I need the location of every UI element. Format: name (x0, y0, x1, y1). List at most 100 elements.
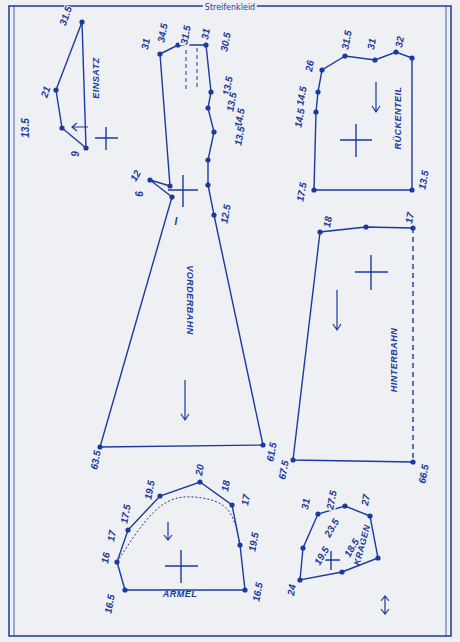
piece-outline (96, 41, 267, 451)
insert-piece: EINSATZ (52, 18, 90, 152)
measurement: 23.5 (322, 516, 341, 540)
measurement: 19.5 (143, 479, 157, 502)
measurement: 17 (404, 211, 416, 226)
point-dot (319, 67, 324, 72)
point-dot (205, 105, 210, 110)
point-dot (300, 545, 305, 550)
measurement: 31.5 (58, 4, 75, 28)
point-dot (79, 19, 84, 24)
measurement: 26 (304, 59, 316, 74)
measurement: 16.5 (251, 581, 265, 604)
measurement: 66.5 (417, 463, 431, 486)
piece-edge (314, 52, 412, 190)
measurement: 17.5 (295, 181, 309, 204)
point-dot (393, 49, 398, 54)
measurement: I (174, 217, 179, 227)
frame-line (446, 6, 447, 636)
point-dot (311, 187, 316, 192)
measurement: 31 (200, 27, 212, 42)
point-dot (260, 442, 265, 447)
measurement: 13.5 (21, 117, 31, 138)
point-dot (342, 53, 347, 58)
point-dot (157, 51, 162, 56)
piece-edge (117, 482, 245, 590)
point-dot (410, 459, 415, 464)
measurement: 16.5 (103, 593, 117, 616)
measurement: 16 (100, 551, 112, 566)
point-dot (409, 55, 414, 60)
point-dot (367, 513, 372, 518)
measurement: 27 (360, 493, 372, 508)
measurement: 34.5 (156, 22, 170, 45)
piece-name: ÄRMEL (163, 589, 198, 599)
measurement: 12 (128, 168, 143, 184)
point-dot (409, 187, 414, 192)
point-dot (363, 224, 368, 229)
measurement: 14.5 (295, 85, 309, 108)
point-dot (315, 89, 320, 94)
measurement: 61.5 (265, 441, 279, 464)
point-dot (169, 194, 174, 199)
grain-cross (95, 124, 388, 583)
point-dot (410, 225, 415, 230)
point-dot (375, 555, 380, 560)
point-dot (290, 457, 295, 462)
measurement: 67.5 (277, 459, 291, 482)
piece-edge (56, 22, 86, 148)
measurement: 17.5 (119, 503, 133, 526)
guide-line (186, 48, 197, 92)
point-dot (372, 57, 377, 62)
sleeve-piece: ÄRMEL (113, 478, 249, 594)
measurement: 24 (286, 583, 298, 598)
point-dot (203, 42, 208, 47)
piece-edge (100, 45, 263, 447)
measurement: 21 (39, 84, 53, 100)
point-dot (211, 212, 216, 217)
point-dot (237, 542, 242, 547)
point-dot (125, 527, 130, 532)
measurement: 14.5 (293, 107, 307, 130)
point-dot (197, 479, 202, 484)
point-dot (147, 177, 152, 182)
measurement: 17 (240, 493, 252, 508)
seam-line (117, 497, 240, 562)
measurement: 19.5 (247, 531, 261, 554)
piece-outline (52, 18, 90, 152)
piece-edge (300, 506, 378, 580)
measurement: 13.5 (233, 125, 247, 148)
point-dot (205, 157, 210, 162)
measurement: 63.5 (89, 449, 103, 472)
measurement: 30.5 (219, 31, 233, 54)
point-dot (114, 559, 119, 564)
measurement: 18 (322, 215, 334, 230)
measurement: 9 (71, 150, 81, 158)
point-dot (315, 511, 320, 516)
frame-line (14, 6, 15, 636)
point-dot (59, 125, 64, 130)
measurement: 12.5 (219, 203, 233, 226)
back-panel: HINTERBAHN (289, 223, 417, 466)
measurement: 32 (394, 35, 406, 50)
point-dot (83, 145, 88, 150)
measurement: 6 (135, 190, 145, 198)
measurement: 18 (220, 479, 232, 494)
measurement: 13.5 (417, 169, 431, 192)
point-dot (205, 182, 210, 187)
front-panel: VORDERBAHN (96, 41, 267, 451)
point-dot (317, 229, 322, 234)
measurement: 31.5 (340, 29, 354, 52)
point-dot (229, 502, 234, 507)
measurement: 19.5 (312, 544, 331, 568)
point-dot (211, 129, 216, 134)
point-dot (167, 183, 172, 188)
collar-piece: KRAGEN (296, 502, 382, 584)
point-dot (313, 109, 318, 114)
piece-name: VORDERBAHN (185, 265, 195, 335)
point-dot (122, 587, 127, 592)
measurement: 31.5 (179, 24, 193, 47)
point-dot (242, 587, 247, 592)
fold-line (412, 228, 413, 462)
sheet-title: Streifenkleid (203, 3, 257, 12)
measurement: 17 (106, 529, 118, 544)
